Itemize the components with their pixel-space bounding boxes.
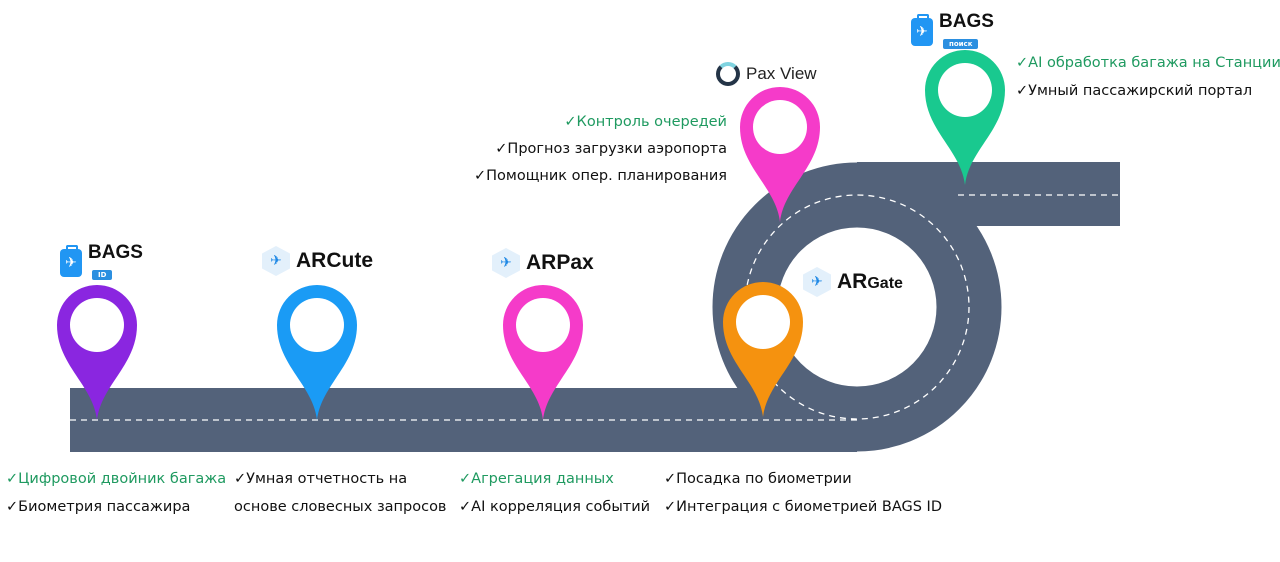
feature-text: ✓AI обработка багажа на Станции: [1016, 55, 1280, 71]
pin-hole: [290, 298, 344, 352]
road-bottom: [70, 388, 857, 452]
road-top: [857, 162, 1120, 226]
suitcase-plane-icon: ✈: [911, 13, 933, 46]
feature-text: ✓Биометрия пассажира: [6, 499, 191, 515]
feature-text: ✓Помощник опер. планирования: [473, 168, 727, 184]
feature-text: основе словесных запросов: [234, 499, 447, 515]
logo-sub: поиск: [943, 39, 979, 49]
road: [70, 162, 1120, 452]
feature-text: ✓Умный пассажирский портал: [1016, 83, 1253, 99]
hex-plane-icon: ✈: [492, 248, 520, 278]
arcute-logo: ✈ ARCute: [262, 246, 373, 276]
feature-text: ✓Цифровой двойник багажа: [6, 471, 227, 487]
logo-text: BAGS: [939, 11, 994, 32]
logo-text-a: AR: [837, 270, 868, 293]
feature-text: ✓Агрегация данных: [459, 471, 614, 487]
hex-plane-icon: ✈: [262, 246, 290, 276]
feature-text: ✓Интеграция с биометрией BAGS ID: [664, 499, 942, 515]
pin-hole: [938, 63, 992, 117]
logo-text: BAGS: [88, 242, 143, 263]
pin-hole: [70, 298, 124, 352]
feature-text: ✓Контроль очередей: [564, 114, 727, 130]
suitcase-plane-icon: ✈: [60, 244, 82, 277]
logo-text-b: Gate: [867, 275, 903, 292]
arpax-logo: ✈ ARPax: [492, 248, 594, 278]
bags-id-logo: ✈ BAGS ID: [60, 242, 143, 281]
logo-sub: ID: [92, 270, 113, 280]
argate-logo: ✈ ARGate: [803, 267, 903, 297]
hex-plane-icon: ✈: [803, 267, 831, 297]
q-ring-icon: [716, 62, 740, 86]
loop-dash: [744, 194, 970, 420]
feature-text: ✓Умная отчетность на: [234, 471, 408, 487]
logo-text: Pax View: [746, 64, 817, 83]
feature-text: ✓Посадка по биометрии: [664, 471, 852, 487]
pin-hole: [736, 295, 790, 349]
pin-hole: [516, 298, 570, 352]
pin-hole: [753, 100, 807, 154]
feature-text: ✓Прогноз загрузки аэропорта: [495, 141, 727, 157]
logo-text: ARPax: [526, 251, 594, 274]
bags-search-logo: ✈ BAGS поиск: [911, 11, 994, 50]
paxview-logo: Pax View: [716, 62, 817, 86]
feature-text: ✓AI корреляция событий: [459, 499, 651, 515]
logo-text: ARCute: [296, 249, 373, 272]
